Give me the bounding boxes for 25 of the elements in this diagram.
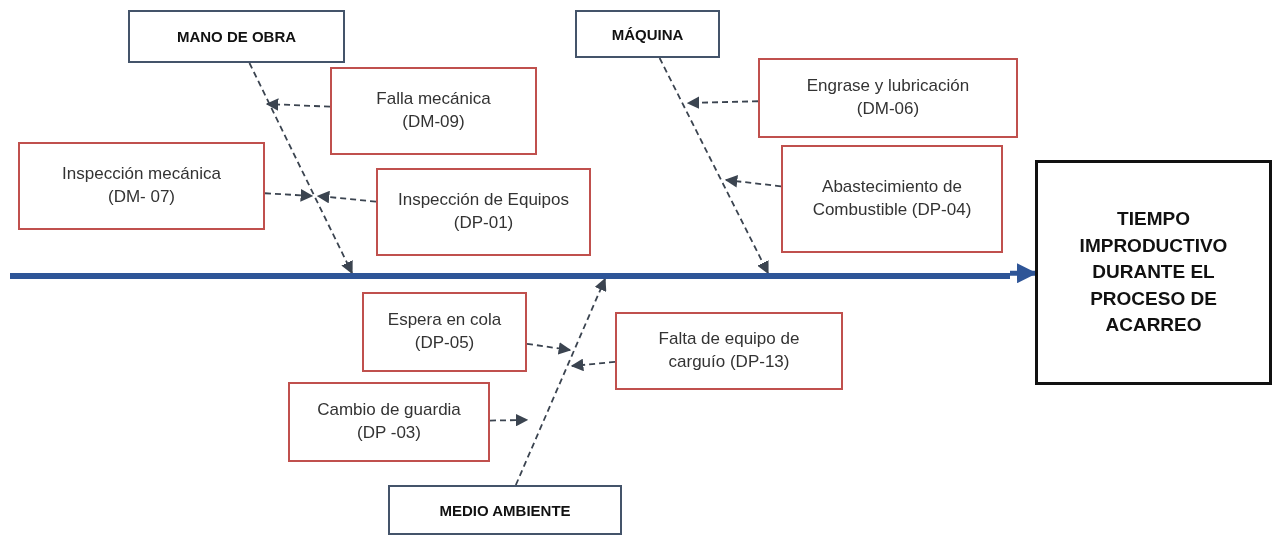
spine-arrow	[1010, 263, 1037, 284]
cause-box: Inspección mecánica (DM- 07)	[18, 142, 265, 230]
cause-box: Cambio de guardia (DP -03)	[288, 382, 490, 462]
category-box: MÁQUINA	[575, 10, 720, 58]
cause-box: Inspección de Equipos (DP-01)	[376, 168, 591, 256]
arrow	[526, 342, 572, 355]
category-box: MEDIO AMBIENTE	[388, 485, 622, 535]
arrow	[658, 57, 769, 275]
cause-box: Engrase y lubricación (DM-06)	[758, 58, 1018, 138]
cause-box: Falla mecánica (DM-09)	[330, 67, 537, 155]
spine-bar	[10, 273, 1010, 279]
cause-box: Abastecimiento de Combustible (DP-04)	[781, 145, 1003, 253]
arrow	[264, 189, 314, 202]
arrow	[514, 277, 607, 486]
category-box: MANO DE OBRA	[128, 10, 345, 63]
arrow	[570, 358, 616, 372]
arrow	[316, 190, 377, 204]
arrow	[489, 413, 529, 427]
arrow	[724, 175, 782, 188]
arrow	[265, 98, 331, 111]
arrow	[248, 62, 353, 275]
cause-box: Falta de equipo de carguío (DP-13)	[615, 312, 843, 390]
arrow	[686, 96, 759, 109]
effect-box: TIEMPO IMPRODUCTIVO DURANTE EL PROCESO DE ACARREO	[1035, 160, 1272, 385]
cause-box: Espera en cola (DP-05)	[362, 292, 527, 372]
